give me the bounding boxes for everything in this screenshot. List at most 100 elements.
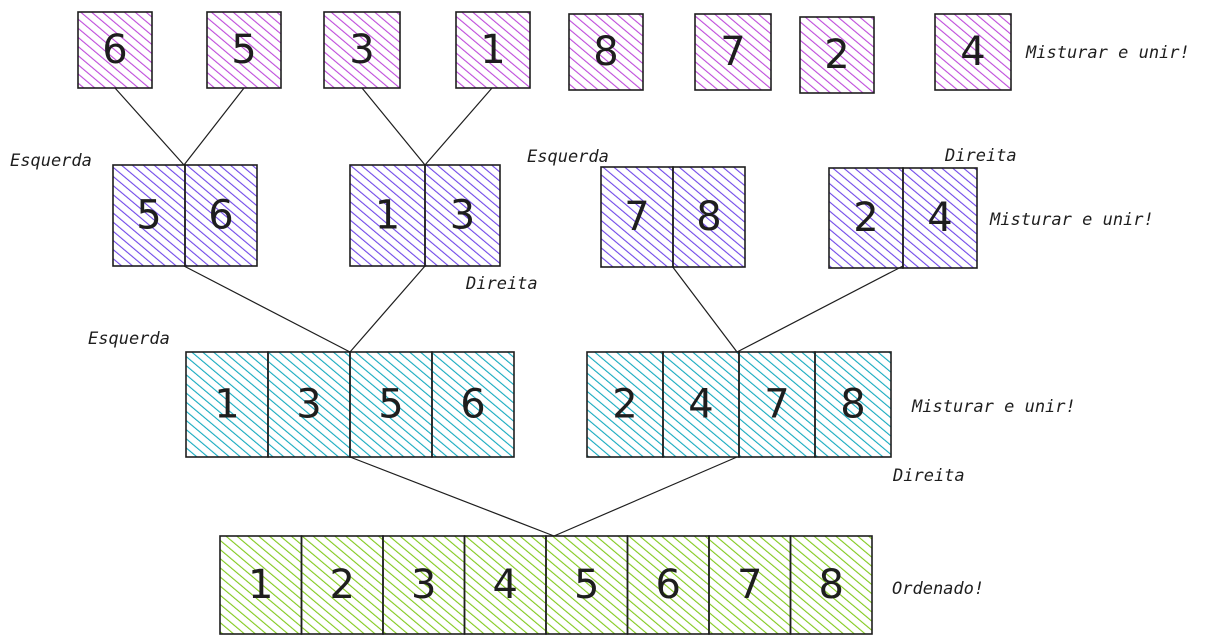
connector-line bbox=[553, 456, 738, 537]
connector-line bbox=[361, 87, 426, 166]
array-cell: 6 bbox=[431, 351, 515, 458]
annotation-labels: Misturar e unir! Misturar e unir! Mistur… bbox=[10, 43, 1190, 599]
cell-value: 5 bbox=[136, 193, 161, 239]
array-cell: 1 bbox=[349, 164, 426, 267]
cell-box bbox=[814, 351, 892, 458]
array-group: 6 bbox=[77, 11, 153, 89]
array-group: 2 bbox=[799, 16, 875, 94]
cell-value: 5 bbox=[378, 382, 403, 428]
array-cell: 2 bbox=[586, 351, 664, 458]
array-cell: 2 bbox=[828, 167, 904, 269]
cell-box bbox=[431, 351, 515, 458]
cell-value: 1 bbox=[214, 382, 239, 428]
cell-box bbox=[219, 535, 303, 635]
cell-box bbox=[77, 11, 153, 89]
array-group: 1 bbox=[455, 11, 531, 89]
cell-value: 6 bbox=[102, 27, 127, 73]
connector-line bbox=[183, 265, 351, 353]
connector-line bbox=[183, 87, 245, 166]
merge-label-row-1: Misturar e unir! bbox=[989, 210, 1154, 230]
cell-value: 5 bbox=[231, 27, 256, 73]
array-cell: 3 bbox=[267, 351, 351, 458]
cell-value: 6 bbox=[656, 562, 681, 608]
array-cell: 1 bbox=[455, 11, 531, 89]
cell-box bbox=[112, 164, 186, 267]
cell-value: 6 bbox=[460, 382, 485, 428]
cell-box bbox=[708, 535, 792, 635]
cell-value: 7 bbox=[764, 382, 789, 428]
right-label: Direita bbox=[892, 466, 965, 486]
cell-box bbox=[694, 13, 772, 91]
cell-value: 4 bbox=[927, 195, 952, 241]
cell-value: 3 bbox=[450, 193, 475, 239]
array-cell: 5 bbox=[112, 164, 186, 267]
cell-value: 7 bbox=[624, 194, 649, 240]
array-group: 3 bbox=[323, 11, 401, 89]
array-cell: 1 bbox=[185, 351, 269, 458]
array-cell: 3 bbox=[382, 535, 466, 635]
level-0-single-elements: 6 5 3 1 8 7 2 4 bbox=[77, 11, 1012, 94]
array-group: 5 bbox=[206, 11, 282, 89]
cell-value: 7 bbox=[720, 29, 745, 75]
cell-value: 8 bbox=[819, 562, 844, 608]
array-cell: 3 bbox=[424, 164, 501, 267]
left-label: Esquerda bbox=[10, 151, 92, 171]
cell-box bbox=[382, 535, 466, 635]
cell-box bbox=[902, 167, 978, 269]
cell-box bbox=[206, 11, 282, 89]
array-cell: 4 bbox=[662, 351, 740, 458]
array-group: 7 bbox=[694, 13, 772, 91]
cell-box bbox=[323, 11, 401, 89]
cell-box bbox=[672, 166, 746, 268]
connector-line bbox=[349, 456, 555, 537]
sorted-label: Ordenado! bbox=[892, 579, 984, 599]
connector-line bbox=[114, 87, 185, 166]
array-cell: 7 bbox=[708, 535, 792, 635]
left-label: Esquerda bbox=[527, 147, 609, 167]
cell-value: 1 bbox=[480, 27, 505, 73]
array-group: 1 3 5 6 bbox=[185, 351, 515, 458]
connector-line bbox=[671, 265, 738, 353]
cell-box bbox=[586, 351, 664, 458]
array-cell: 8 bbox=[789, 535, 873, 635]
right-label: Direita bbox=[465, 274, 538, 294]
cell-box bbox=[463, 535, 547, 635]
cell-value: 7 bbox=[737, 562, 762, 608]
cell-box bbox=[185, 351, 269, 458]
array-cell: 1 bbox=[219, 535, 303, 635]
array-cell: 8 bbox=[568, 13, 644, 91]
cell-value: 3 bbox=[349, 27, 374, 73]
array-cell: 7 bbox=[738, 351, 816, 458]
array-cell: 4 bbox=[463, 535, 547, 635]
array-cell: 6 bbox=[77, 11, 153, 89]
cell-value: 1 bbox=[375, 193, 400, 239]
cell-box bbox=[349, 351, 433, 458]
cell-value: 1 bbox=[248, 562, 273, 608]
cell-box bbox=[789, 535, 873, 635]
connector-line bbox=[736, 265, 904, 353]
connector-lines bbox=[114, 87, 904, 537]
cell-box bbox=[568, 13, 644, 91]
cell-value: 2 bbox=[824, 32, 849, 78]
cell-box bbox=[662, 351, 740, 458]
array-cell: 4 bbox=[902, 167, 978, 269]
cell-value: 3 bbox=[296, 382, 321, 428]
cell-value: 3 bbox=[411, 562, 436, 608]
cell-value: 2 bbox=[330, 562, 355, 608]
cell-box bbox=[184, 164, 258, 267]
array-group: 4 bbox=[934, 13, 1012, 91]
cell-box bbox=[600, 166, 674, 268]
array-cell: 7 bbox=[694, 13, 772, 91]
array-cell: 2 bbox=[799, 16, 875, 94]
cell-value: 5 bbox=[574, 562, 599, 608]
cell-box bbox=[267, 351, 351, 458]
array-cell: 6 bbox=[184, 164, 258, 267]
array-cell: 5 bbox=[545, 535, 629, 635]
array-group: 8 bbox=[568, 13, 644, 91]
